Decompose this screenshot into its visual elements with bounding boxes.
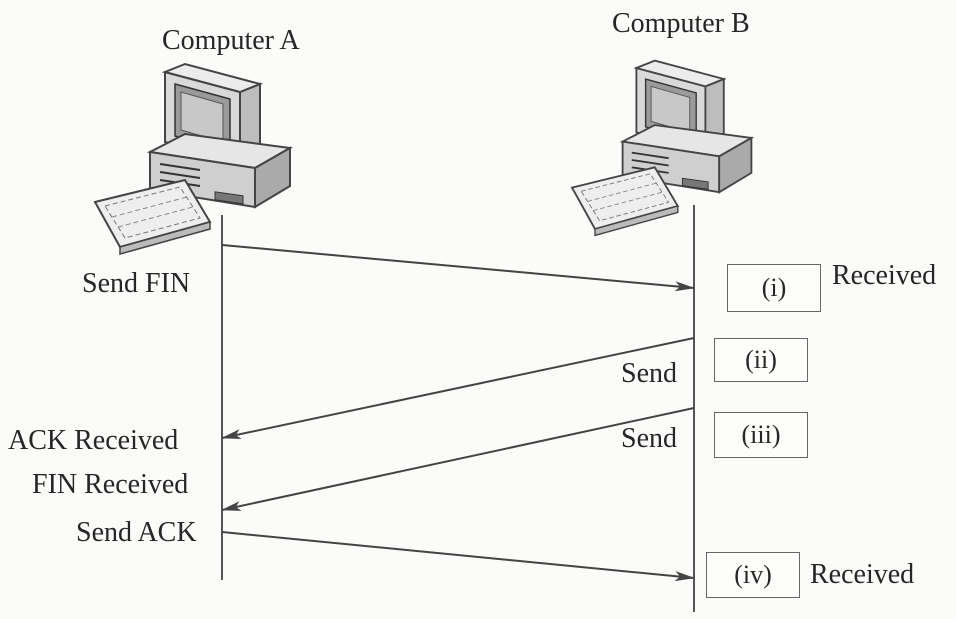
computer-b-label: Computer B bbox=[612, 8, 750, 39]
ack-received-label: ACK Received bbox=[8, 425, 179, 456]
send-label-ii: Send bbox=[621, 358, 677, 389]
send-ack-label: Send ACK bbox=[76, 517, 197, 548]
blank-box-iii: (iii) bbox=[714, 412, 808, 458]
message-ii-arrow bbox=[221, 337, 695, 439]
received-label-iv: Received bbox=[810, 559, 915, 590]
send-fin-label: Send FIN bbox=[82, 268, 191, 299]
blank-box-iv: (iv) bbox=[706, 552, 800, 598]
received-label-i: Received bbox=[832, 260, 937, 291]
fin-received-label: FIN Received bbox=[32, 469, 189, 500]
computer-a-label: Computer A bbox=[162, 25, 300, 56]
blank-box-ii: (ii) bbox=[714, 338, 808, 382]
computer-b-icon bbox=[571, 59, 753, 237]
message-ack-arrow bbox=[221, 531, 695, 582]
message-fin-arrow bbox=[221, 244, 695, 292]
message-iii-arrow bbox=[221, 407, 695, 511]
blank-box-i: (i) bbox=[727, 264, 821, 312]
computer-a-icon bbox=[94, 63, 291, 255]
send-label-iii: Send bbox=[621, 423, 677, 454]
